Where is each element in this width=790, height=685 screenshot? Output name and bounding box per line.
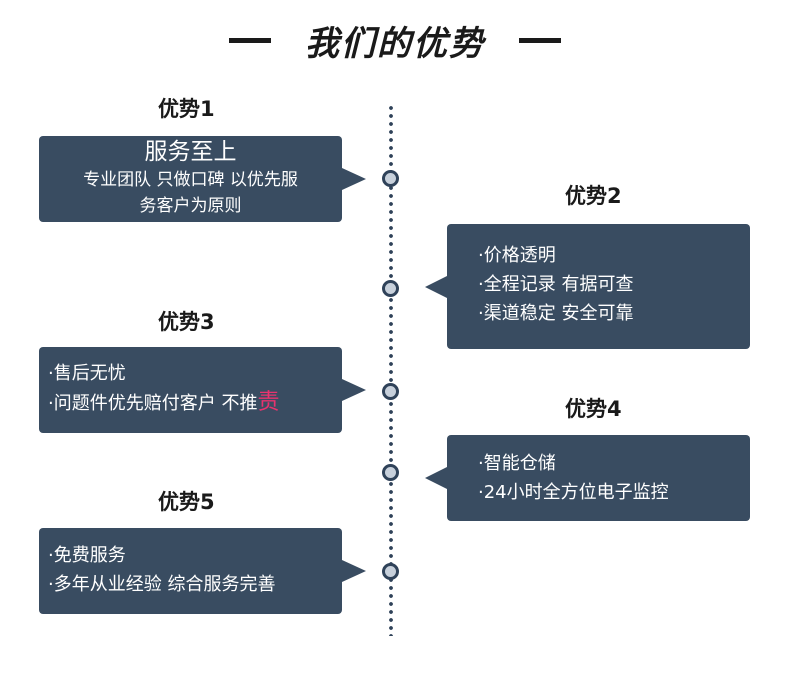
timeline-node-1 [382,170,399,187]
advantage-4-card: ·智能仓储 ·24小时全方位电子监控 [425,435,750,521]
advantage-1-card: 服务至上 专业团队 只做口碑 以优先服 务客户为原则 [39,136,366,222]
advantage-5-label: 优势5 [158,490,215,514]
timeline-node-3 [382,383,399,400]
advantage-4-line-1: ·智能仓储 [478,453,556,474]
advantage-3-line-2: ·问题件优先赔付客户 不推责 [48,388,342,418]
advantage-3-label: 优势3 [158,310,215,334]
advantage-3-line-1: ·售后无忧 [48,363,126,384]
heading-left-dash [229,37,271,43]
advantage-4-line-2: ·24小时全方位电子监控 [478,482,669,503]
advantage-5-line-2: ·多年从业经验 综合服务完善 [48,574,276,595]
timeline-node-5 [382,563,399,580]
heading-right-dash [519,37,561,43]
advantage-1-label: 优势1 [158,97,215,121]
timeline-node-4 [382,464,399,481]
advantage-2-card: ·价格透明 ·全程记录 有据可查 ·渠道稳定 安全可靠 [425,224,750,349]
advantage-1-title: 服务至上 [144,139,237,165]
advantage-2-line-3: ·渠道稳定 安全可靠 [478,303,634,324]
advantage-3-line-2-text: ·问题件优先赔付客户 不推 [48,393,258,414]
advantage-1-line-2: 务客户为原则 [139,196,242,216]
timeline-node-2 [382,280,399,297]
section-heading: 我们的优势 [0,14,790,66]
advantage-2-line-1: ·价格透明 [478,245,556,266]
advantage-1-line-1: 专业团队 只做口碑 以优先服 [83,170,298,190]
advantage-5-card: ·免费服务 ·多年从业经验 综合服务完善 [39,528,366,614]
advantage-3-highlight-char: 责 [257,390,280,415]
advantage-5-line-1: ·免费服务 [48,545,126,566]
advantage-2-line-2: ·全程记录 有据可查 [478,274,634,295]
timeline-dotted-line [389,104,393,636]
advantage-2-label: 优势2 [565,184,622,208]
section-title: 我们的优势 [305,23,485,64]
advantage-4-label: 优势4 [565,397,622,421]
advantage-3-card: ·售后无忧 ·问题件优先赔付客户 不推责 [39,347,366,433]
